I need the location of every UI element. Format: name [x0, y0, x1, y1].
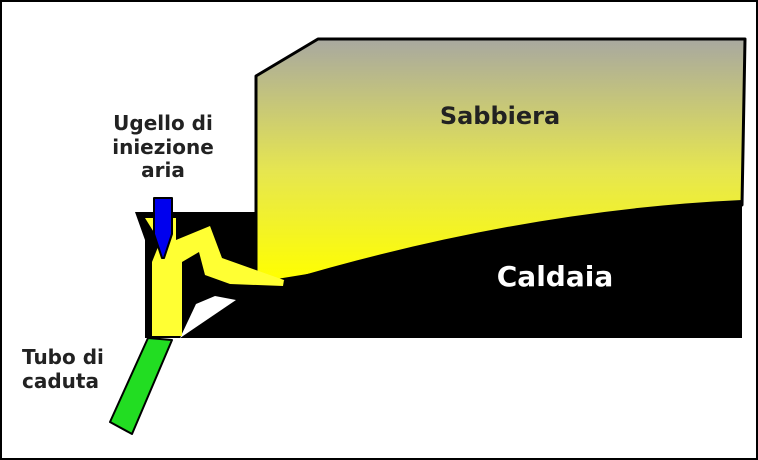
- label-nozzle-line-2: iniezione: [112, 134, 214, 159]
- label-nozzle-line-1: Ugello di: [113, 111, 213, 135]
- label-sandbox: Sabbiera: [420, 102, 580, 130]
- boiler-wedge: [180, 296, 236, 338]
- air-nozzle: [153, 197, 173, 259]
- drop-tube: [109, 337, 173, 435]
- label-nozzle-line-3: aria: [141, 158, 185, 183]
- label-tube-line-2: caduta: [22, 368, 99, 393]
- label-tube-line-1: Tubo di: [22, 345, 104, 369]
- label-boiler-text: Caldaia: [496, 260, 614, 293]
- label-nozzle: Ugello di iniezione aria: [95, 111, 231, 183]
- boiler-body: [135, 200, 742, 338]
- label-sandbox-text: Sabbiera: [439, 102, 561, 130]
- label-boiler: Caldaia: [470, 260, 640, 293]
- label-tube: Tubo di caduta: [22, 345, 122, 393]
- sand-channel: [145, 218, 284, 336]
